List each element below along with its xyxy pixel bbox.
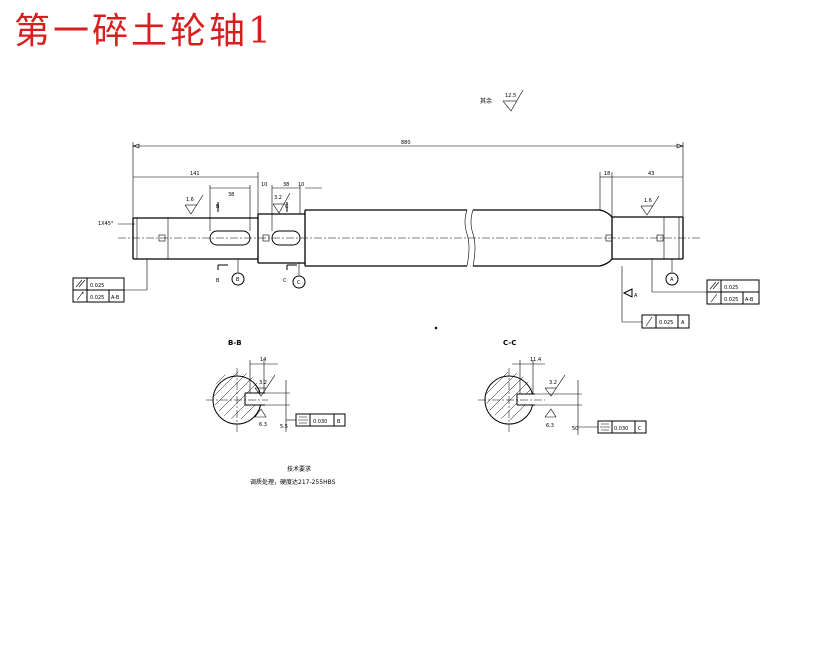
section-c-roughness-bottom: 6.3 — [546, 423, 554, 429]
surface-note-label: 其余 — [480, 97, 492, 105]
dim-key1-length: 38 — [228, 192, 234, 198]
section-left-top: B — [216, 204, 220, 210]
shoulder-runout-icon — [645, 316, 653, 327]
tolerance-frame-right: 0.025 0.025 A-B — [651, 259, 760, 305]
roughness-left: 1.6 — [186, 197, 194, 203]
section-b: B-B 14 — [206, 339, 346, 432]
section-c-roughness-top: 3.2 — [549, 380, 557, 386]
section-b-sym-datum: B — [337, 419, 341, 425]
tolerance-frame-left: 0.025 0.025 A-B — [72, 259, 148, 303]
tol-right-value2: 0.025 — [724, 297, 738, 303]
surface-roughness-icon — [502, 89, 524, 112]
datum-b-circle — [231, 272, 245, 286]
roughness-symbols: 1.6 3.2 1.6 — [184, 192, 660, 216]
tech-req-line1: 调质处理，硬度达217-255HBS — [250, 478, 336, 486]
datum-c-circle — [292, 275, 306, 289]
tol-right-value1: 0.025 — [724, 285, 738, 291]
section-b-label: B-B — [228, 339, 242, 347]
cylindricity-icon-right — [709, 281, 720, 290]
tech-req-title: 技术要求 — [287, 465, 311, 473]
datum-marks: B C A — [231, 259, 679, 289]
datum-c-letter: C — [297, 280, 301, 286]
symmetry-icon-c — [600, 423, 610, 431]
tol-right-datum: A-B — [745, 297, 754, 303]
section-right-bottom: C — [283, 278, 287, 284]
runout-icon — [76, 291, 84, 301]
dim-right-segment: 43 — [648, 171, 654, 177]
section-b-width: 14 — [260, 357, 266, 363]
runout-datum: A — [681, 320, 685, 326]
section-c: C-C 11.4 — [478, 339, 647, 435]
roughness-key: 3.2 — [274, 195, 282, 201]
datum-a-letter: A — [670, 277, 674, 283]
runout-icon-right — [710, 293, 718, 303]
svg-text:A: A — [634, 293, 638, 299]
section-c-depth: 50 — [572, 426, 578, 432]
section-c-label: C-C — [503, 339, 516, 347]
surface-note: 其余 12.5 — [480, 89, 524, 112]
dim-key2-offset: 10 — [298, 182, 304, 188]
datum-arrow-icon — [622, 288, 633, 298]
cylindricity-icon — [75, 279, 86, 288]
section-b-roughness-bottom: 6.3 — [259, 422, 267, 428]
technical-requirements: 技术要求 调质处理，硬度达217-255HBS — [250, 465, 336, 486]
section-b-depth: 5.5 — [280, 424, 288, 430]
runout-value: 0.025 — [659, 320, 673, 326]
surface-note-value: 12.5 — [505, 93, 516, 99]
section-c-width: 11.4 — [530, 357, 541, 363]
dim-overall-length: 880 — [401, 140, 411, 146]
section-b-roughness-top: 3.2 — [259, 380, 267, 386]
section-markers: B B C C — [216, 202, 297, 284]
dimensions: 880 141 43 18 38 10 38 10 1X45° — [98, 140, 684, 231]
section-c-sym-datum: C — [638, 426, 642, 432]
section-c-sym-value: 0.030 — [614, 426, 628, 432]
symmetry-icon — [298, 416, 308, 424]
tol-left-value2: 0.025 — [90, 295, 104, 301]
section-right-top: C — [285, 204, 289, 210]
section-b-sym-value: 0.030 — [313, 419, 327, 425]
diameter-marks — [158, 217, 665, 259]
datum-a-circle — [665, 272, 679, 286]
dim-right-shoulder: 18 — [604, 171, 610, 177]
tol-left-value1: 0.025 — [90, 283, 104, 289]
datum-b-letter: B — [236, 277, 240, 283]
dim-key1-offset: 10 — [261, 182, 267, 188]
tol-left-datum: A-B — [111, 295, 120, 301]
section-left-bottom: B — [216, 278, 220, 284]
chamfer-note: 1X45° — [98, 221, 114, 227]
dim-key2-length: 38 — [283, 182, 289, 188]
tolerance-frame-shoulder: A 0.025 A — [621, 266, 690, 329]
roughness-right: 1.6 — [644, 198, 652, 204]
page-title: 第一碎土轮轴1 — [14, 11, 274, 52]
dim-left-segment: 141 — [190, 171, 200, 177]
shaft-outline — [118, 209, 700, 267]
